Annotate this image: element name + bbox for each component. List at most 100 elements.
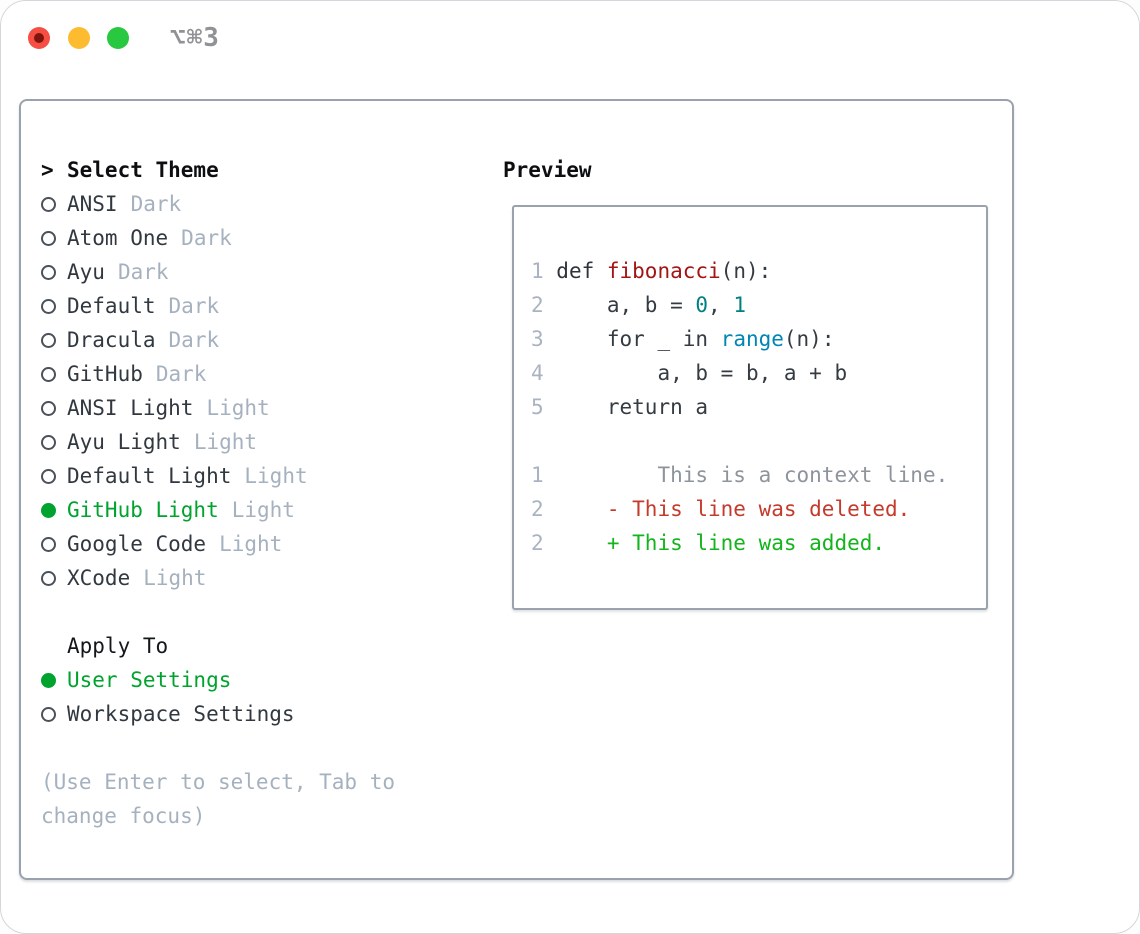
gutter: [41, 400, 67, 416]
line-number: 2: [531, 531, 557, 555]
variant-label: Dark: [155, 362, 207, 386]
apply-to-title: Apply To: [67, 634, 169, 658]
title-bar: ⌥⌘3: [1, 1, 1139, 77]
hint-line-2: change focus): [41, 804, 206, 828]
option-label: GitHub: [67, 362, 143, 386]
code-token: for _ in: [556, 327, 721, 351]
line-number: 1: [531, 463, 557, 487]
variant-label: Light: [193, 430, 258, 454]
radio-icon: [41, 196, 56, 212]
variant-label: Dark: [117, 260, 169, 284]
line-number: 5: [531, 395, 557, 419]
option-label: Default Light: [67, 464, 232, 488]
radio-icon: [41, 264, 56, 280]
gutter: [41, 332, 67, 348]
variant-label: Dark: [168, 294, 220, 318]
radio-icon: [41, 298, 56, 314]
gutter: [41, 502, 67, 518]
variant-label: Light: [206, 396, 270, 420]
radio-icon: [41, 332, 56, 348]
option-ansi-light[interactable]: ANSI Light Light: [41, 391, 395, 425]
gutter: [41, 230, 67, 246]
option-atom-one[interactable]: Atom One Dark: [41, 221, 395, 255]
code-token: (n):: [720, 259, 772, 283]
variant-label: Dark: [130, 192, 182, 216]
radio-icon: [41, 230, 56, 246]
code-line: 2 - This line was deleted.: [531, 492, 986, 526]
minimize-button[interactable]: [68, 27, 90, 49]
code-token: - This line was deleted.: [556, 497, 911, 521]
radio-icon: [41, 468, 56, 484]
spacer-row: [41, 731, 395, 765]
apply-to-header: Apply To: [41, 629, 395, 663]
gutter: [41, 672, 67, 688]
code-line: 4 a, b = b, a + b: [531, 356, 986, 390]
option-user-settings[interactable]: User Settings: [41, 663, 395, 697]
line-number: 3: [531, 327, 557, 351]
option-label: Workspace Settings: [67, 702, 295, 726]
option-github[interactable]: GitHub Dark: [41, 357, 395, 391]
select-theme-title: Select Theme: [67, 158, 219, 182]
code-token: ,: [708, 293, 734, 317]
option-label: ANSI Light: [67, 396, 194, 420]
radio-selected-icon: [41, 502, 56, 518]
option-label: User Settings: [67, 668, 232, 692]
gutter: [41, 570, 67, 586]
code-line: 3 for _ in range(n):: [531, 322, 986, 356]
code-line: 2 a, b = 0, 1: [531, 288, 986, 322]
close-button[interactable]: [28, 27, 50, 49]
radio-icon: [41, 366, 56, 382]
option-workspace-settings[interactable]: Workspace Settings: [41, 697, 395, 731]
code-line: 1 def fibonacci(n):: [531, 254, 986, 288]
gutter: [41, 434, 67, 450]
code-token: This is a context line.: [556, 463, 949, 487]
variant-label: Dark: [168, 328, 220, 352]
preview-header: Preview: [503, 153, 592, 187]
option-ayu-light[interactable]: Ayu Light Light: [41, 425, 395, 459]
radio-icon: [41, 434, 56, 450]
code-token: + This line was added.: [556, 531, 886, 555]
option-label: Dracula: [67, 328, 156, 352]
line-number: 2: [531, 497, 557, 521]
option-google-code[interactable]: Google Code Light: [41, 527, 395, 561]
variant-label: Dark: [181, 226, 232, 250]
gutter: [41, 366, 67, 382]
line-number: 1: [531, 259, 557, 283]
code-token: (n):: [783, 327, 835, 351]
prompt-caret-icon: >: [41, 158, 54, 182]
code-line: 1 This is a context line.: [531, 458, 986, 492]
option-dracula[interactable]: Dracula Dark: [41, 323, 395, 357]
code-token: return a: [556, 395, 709, 419]
gutter: [41, 298, 67, 314]
option-label: Google Code: [67, 532, 207, 556]
preview-title: Preview: [503, 158, 592, 182]
line-number: 4: [531, 361, 557, 385]
gutter: [41, 536, 67, 552]
option-label: GitHub Light: [67, 498, 219, 522]
option-label: Atom One: [67, 226, 169, 250]
option-label: Default: [67, 294, 156, 318]
option-label: Ayu Light: [67, 430, 181, 454]
gutter: [41, 706, 67, 722]
zoom-button[interactable]: [107, 27, 129, 49]
gutter: [41, 264, 67, 280]
window-title: ⌥⌘3: [170, 23, 220, 53]
option-default[interactable]: Default Dark: [41, 289, 395, 323]
code-token: 1: [733, 293, 746, 317]
radio-icon: [41, 706, 56, 722]
select-theme-header: > Select Theme: [41, 153, 395, 187]
gutter: [41, 196, 67, 212]
variant-label: Light: [219, 532, 283, 556]
hint-line-1: (Use Enter to select, Tab to: [41, 770, 396, 794]
code-token: fibonacci: [606, 259, 721, 283]
radio-icon: [41, 400, 56, 416]
